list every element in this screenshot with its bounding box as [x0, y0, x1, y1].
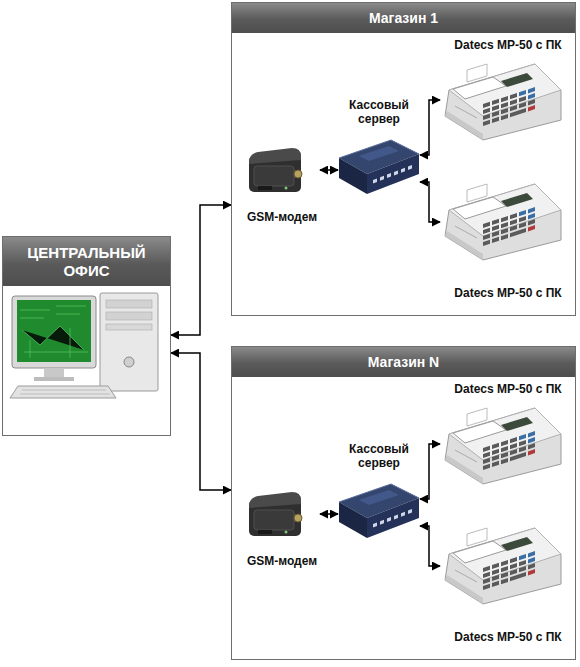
- device-label: GSM-модем: [247, 210, 317, 224]
- shop-equipment-illustration: [249, 64, 561, 260]
- device-label: GSM-модем: [247, 554, 317, 568]
- connector: [320, 513, 338, 515]
- box-heading: Магазин 1: [369, 10, 438, 27]
- cash-register-node: Datecs MP-50 с ПК: [440, 382, 576, 488]
- office-box: ЦЕНТРАЛЬНЫЙ ОФИС: [2, 236, 171, 436]
- connector: [171, 205, 231, 335]
- connector: [420, 444, 440, 499]
- modem-label-node: GSM-модем: [244, 484, 320, 568]
- device-label: Datecs MP-50 с ПК: [454, 382, 561, 396]
- connector: [320, 169, 338, 171]
- modem-label-node: GSM-модем: [244, 140, 320, 224]
- device-label: Кассовый сервер: [338, 98, 420, 127]
- connector: [420, 182, 440, 222]
- header-band: Магазин 1: [232, 3, 575, 33]
- shop-equipment-illustration: [249, 408, 561, 604]
- device-label: Datecs MP-50 с ПК: [454, 630, 561, 644]
- header-band: ЦЕНТРАЛЬНЫЙ ОФИС: [3, 237, 170, 286]
- shop-box: Магазин 1GSM-модемКассовый серверDatecs …: [231, 2, 576, 316]
- box-heading: Магазин N: [368, 354, 439, 371]
- device-label: Datecs MP-50 с ПК: [454, 38, 561, 52]
- device-label: Datecs MP-50 с ПК: [454, 286, 561, 300]
- connector: [420, 100, 440, 155]
- computer-illustration: [10, 293, 158, 398]
- server-label-node: Кассовый сервер: [338, 442, 420, 546]
- device-label: Кассовый сервер: [338, 442, 420, 471]
- connector: [171, 353, 231, 490]
- cash-register-node: Datecs MP-50 с ПК: [440, 38, 576, 144]
- cash-register-node: Datecs MP-50 с ПК: [440, 522, 576, 644]
- box-heading: ЦЕНТРАЛЬНЫЙ ОФИС: [19, 244, 154, 280]
- header-band: Магазин N: [232, 347, 575, 377]
- server-label-node: Кассовый сервер: [338, 98, 420, 202]
- cash-register-node: Datecs MP-50 с ПК: [440, 178, 576, 300]
- connector: [420, 526, 440, 566]
- shop-box: Магазин NGSM-модемКассовый серверDatecs …: [231, 346, 576, 660]
